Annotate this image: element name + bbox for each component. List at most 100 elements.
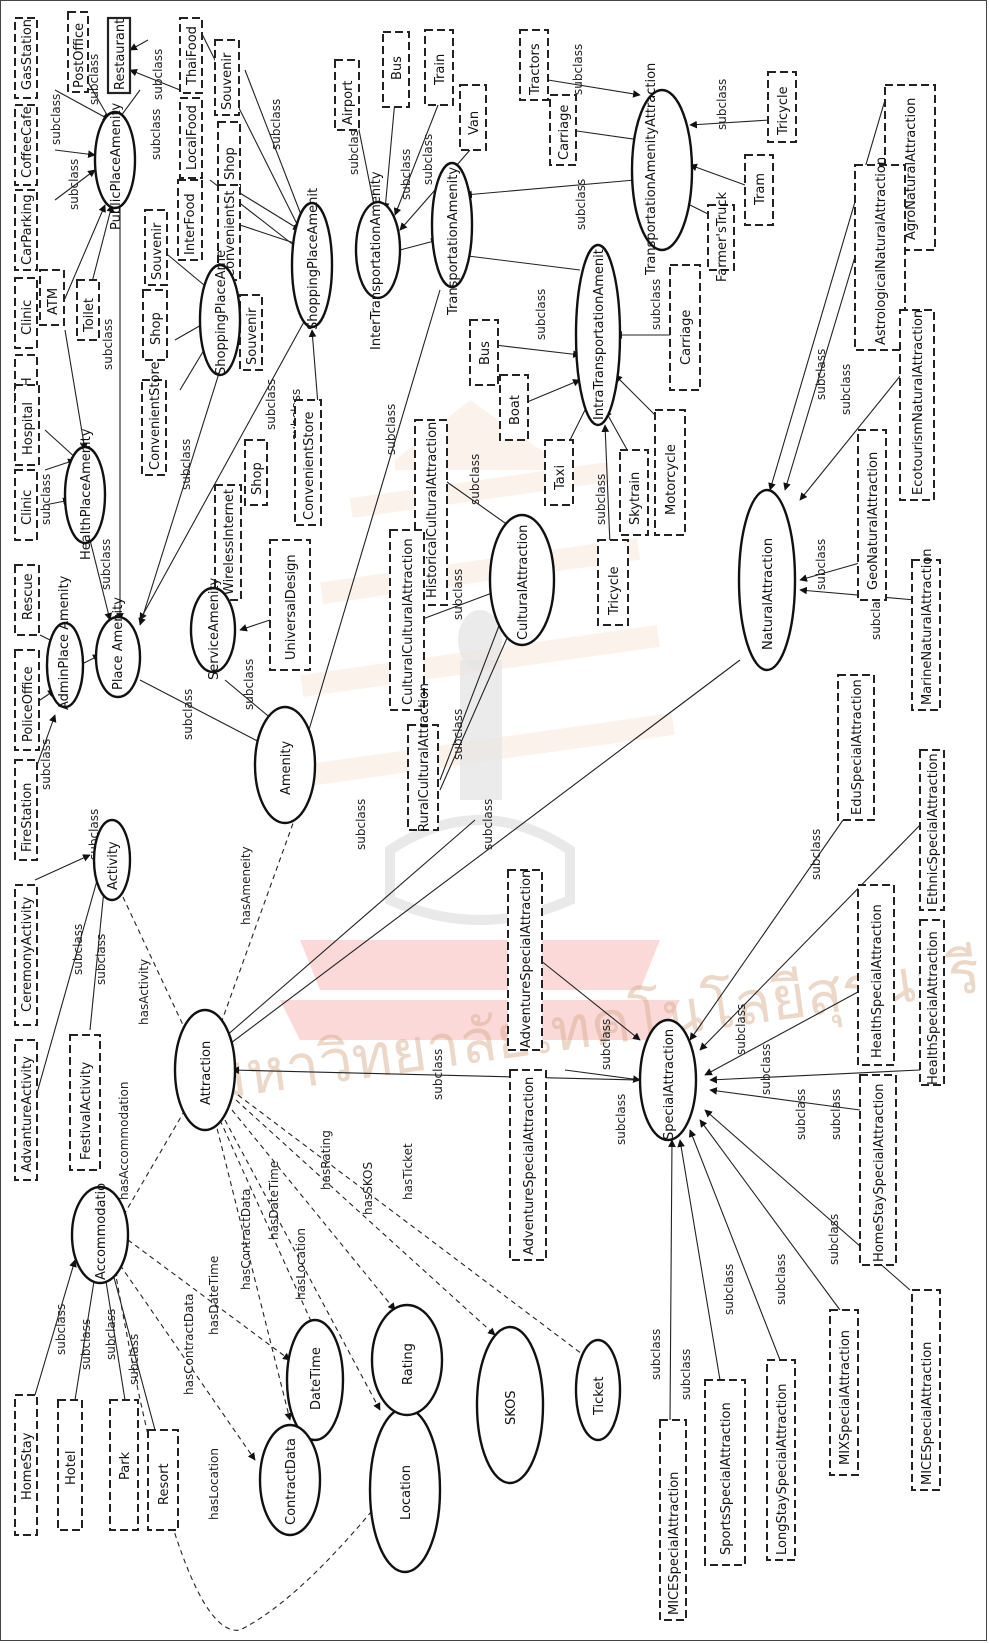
edge-label: subclass: [79, 1319, 93, 1370]
node-label: Place Amenity: [111, 597, 126, 690]
edge-label: subclass: [354, 799, 368, 850]
node-clinic-2: [14, 469, 38, 541]
node-label: AdventureSpecialAttraction: [522, 1077, 537, 1255]
node-tractors: [519, 29, 549, 101]
edge-label: subclass: [54, 1304, 68, 1355]
edge-label: hasAmeneity: [239, 846, 253, 925]
edge-label: hasDateTime: [267, 1161, 281, 1240]
edge-label: subclass: [774, 1254, 788, 1305]
node-shop-3: [244, 439, 268, 506]
node-label: PostOffice: [72, 23, 87, 88]
node-park: [109, 1399, 139, 1531]
node-label: HealthPlaceAmenity: [79, 428, 94, 560]
node-label: CulturalCulturalAttraction: [401, 538, 416, 705]
node-sportsspecialattraction: [704, 1379, 746, 1566]
edge-labels: hasActivity hasAmeneity hasAccommodation…: [39, 44, 883, 1520]
node-label: Shop: [250, 462, 265, 495]
node-healthspecialattraction-2: [919, 919, 945, 1086]
node-label: IntraTransportationAmenit: [592, 249, 607, 420]
edge-label: subclass: [87, 54, 101, 105]
node-taxi: [544, 439, 574, 506]
node-longstayspecialattraction: [766, 1359, 796, 1561]
node-label: Carriage: [557, 105, 572, 160]
node-label: EduSpecialAttraction: [850, 679, 865, 815]
node-shop-2: [142, 289, 168, 361]
node-label: MICESpecialAttraction: [920, 1342, 935, 1485]
node-label: Hospital: [21, 402, 36, 455]
node-label: NaturalAttraction: [761, 538, 776, 650]
edge-label: subclass: [242, 659, 256, 710]
node-label: GeoNaturalAttraction: [866, 452, 881, 590]
edge-label: subclass: [384, 404, 398, 455]
node-transportationamenity: [430, 161, 474, 289]
node-label: HistoricalCulturalAttraction: [425, 422, 440, 598]
node-contractdata: [258, 1423, 322, 1537]
node-healthplaceamenity: [63, 445, 107, 545]
node-label: GasStation: [20, 19, 35, 90]
node-label: Accommodatio: [94, 1183, 109, 1280]
node-boat: [499, 374, 529, 441]
node-shoppingplaceamenit: [290, 201, 334, 329]
node-label: InterTransportationAmenity: [369, 171, 384, 350]
edge-label: subclass: [829, 1089, 843, 1140]
node-label: Park: [118, 1451, 133, 1480]
node-label: AgroNaturalAttraction: [904, 98, 919, 240]
node-label: HomeStaySpecialAttraction: [872, 1084, 887, 1262]
node-advantureactivity: [14, 1039, 38, 1181]
node-gasstation: [14, 17, 38, 99]
node-transportationamenityattraction: [630, 88, 694, 252]
node-label: Van: [467, 111, 482, 135]
node-label: Amenity: [279, 740, 294, 795]
node-adventurespecialattraction-2: [509, 1069, 547, 1261]
node-label: ConvenientStore: [302, 411, 317, 520]
edge-label: subclass: [71, 924, 85, 975]
node-label: Bus: [478, 341, 493, 365]
node-accommodation: [70, 1185, 130, 1285]
edge-label: hasAccommodation: [117, 1082, 131, 1200]
node-label: SKOS: [504, 1390, 519, 1425]
edge-label: hasLocation: [294, 1228, 308, 1300]
node-label: Souvenir: [245, 307, 260, 365]
node-label: Tricycle: [776, 86, 791, 136]
node-datetime: [285, 1318, 345, 1442]
edge-label: subclass: [421, 134, 435, 185]
node-tricycle-2: [597, 539, 629, 626]
node-label: Skytrain: [628, 472, 643, 525]
node-convenientstore-1: [141, 379, 167, 476]
node-universaldesign: [269, 539, 311, 671]
node-label: SpecialAttraction: [662, 1029, 677, 1140]
node-van: [459, 84, 487, 151]
edge-label: subclass: [431, 1049, 445, 1100]
node-eduspecialattraction: [837, 674, 875, 821]
edge-label: hasLocation: [207, 1448, 221, 1520]
node-label: CulturalAttraction: [516, 525, 531, 640]
node-attraction: [173, 1008, 237, 1132]
node-naturalattraction: [737, 488, 797, 672]
node-toilet: [76, 279, 100, 341]
node-label: Tractors: [528, 43, 543, 96]
node-label: RuralCulturalAttraction: [417, 683, 432, 832]
node-wirelessinternet: [214, 484, 242, 601]
node-label: EthnicSpecialAttraction: [926, 753, 941, 905]
node-atm: [39, 269, 65, 326]
node-label: EcotourismNaturalAttraction: [911, 310, 926, 495]
node-intratransportationamenity: [574, 243, 622, 427]
node-homestayspecialattraction: [859, 1074, 897, 1266]
node-label: AdvantureActivity: [20, 1056, 35, 1172]
node-label: ThaiFood: [185, 26, 200, 86]
edge-label: subclass: [839, 364, 853, 415]
node-amenity: [253, 705, 317, 825]
node-farmerstruck: [707, 204, 735, 271]
edge-label: subclass: [179, 439, 193, 490]
node-label: Clinic: [20, 490, 35, 525]
edge-label: subclass: [809, 829, 823, 880]
node-label: HomeStay: [20, 1432, 35, 1500]
node-activity: [92, 818, 132, 902]
node-souvenir-2: [144, 209, 168, 286]
node-label: FireStation: [20, 783, 35, 852]
node-micespecialattraction-2: [911, 1289, 941, 1491]
node-label: Ticket: [592, 1377, 607, 1416]
node-label: Souvenir: [150, 222, 165, 280]
edge-label: subclass: [347, 124, 361, 175]
node-clinic-1: [14, 277, 38, 349]
